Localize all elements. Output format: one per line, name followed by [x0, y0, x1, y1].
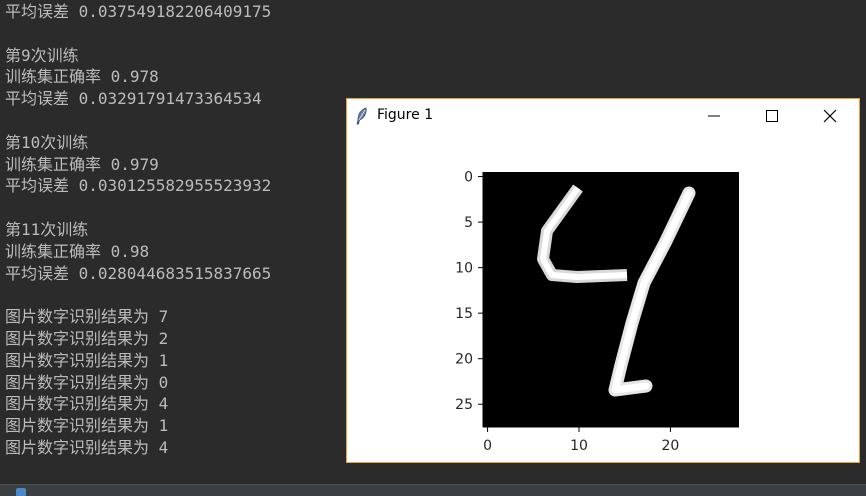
console-line: 平均误差 0.03291791473364534: [5, 89, 262, 109]
y-tick-label: 15: [455, 306, 473, 322]
console-line: 平均误差 0.037549182206409175: [5, 2, 272, 21]
feather-icon: [356, 107, 367, 125]
window-title: Figure 1: [377, 107, 434, 123]
console-line: 平均误差 0.028044683515837665: [5, 263, 272, 283]
maximize-icon: [766, 110, 778, 122]
digit-stroke-left-core: [540, 186, 628, 280]
maximize-button[interactable]: [743, 99, 801, 133]
x-tick-label: 0: [483, 438, 492, 454]
x-tick-label: 10: [570, 438, 588, 454]
console-line: 图片数字识别结果为 7: [5, 307, 169, 327]
console-line: 第10次训练: [5, 132, 89, 152]
console-line: 图片数字识别结果为 1: [5, 350, 169, 370]
close-icon: [823, 109, 837, 123]
console-line: 图片数字识别结果为 1: [5, 416, 169, 436]
y-tick-label: 0: [464, 170, 473, 186]
console-line: 图片数字识别结果为 2: [5, 329, 169, 348]
console-line: 平均误差 0.030125582955523932: [5, 176, 272, 196]
status-indicator-icon: [16, 488, 26, 496]
figure-window[interactable]: Figure 1: [346, 98, 860, 463]
y-tick-label: 5: [464, 215, 473, 231]
y-tick-label: 20: [455, 352, 473, 368]
y-tick-label: 10: [455, 261, 473, 277]
y-tick-label: 25: [455, 397, 473, 413]
console-line: 第11次训练: [5, 220, 89, 239]
figure-canvas[interactable]: 0 5 10 15 20 25 0 10 20: [347, 133, 859, 462]
console-line: 训练集正确率 0.978: [5, 67, 159, 87]
y-axis-ticks: 0 5 10 15 20 25: [455, 170, 483, 413]
console-line: 图片数字识别结果为 0: [5, 372, 169, 392]
x-tick-label: 20: [662, 438, 680, 454]
console-line: 训练集正确率 0.98: [5, 241, 150, 261]
console-line: 图片数字识别结果为 4: [5, 394, 169, 414]
console-line: 训练集正确率 0.979: [5, 154, 159, 174]
console-line: 第9次训练: [5, 45, 79, 65]
status-bar: [0, 484, 866, 496]
minimize-icon: [708, 115, 720, 117]
window-titlebar[interactable]: Figure 1: [347, 99, 859, 133]
console-line: 图片数字识别结果为 4: [5, 438, 169, 457]
image-plot: 0 5 10 15 20 25 0 10 20: [455, 170, 739, 454]
x-axis-ticks: 0 10 20: [483, 427, 679, 454]
digit-stroke-right-core: [611, 189, 693, 394]
minimize-button[interactable]: [685, 99, 743, 133]
digit-image: [483, 172, 739, 427]
close-button[interactable]: [801, 99, 859, 133]
